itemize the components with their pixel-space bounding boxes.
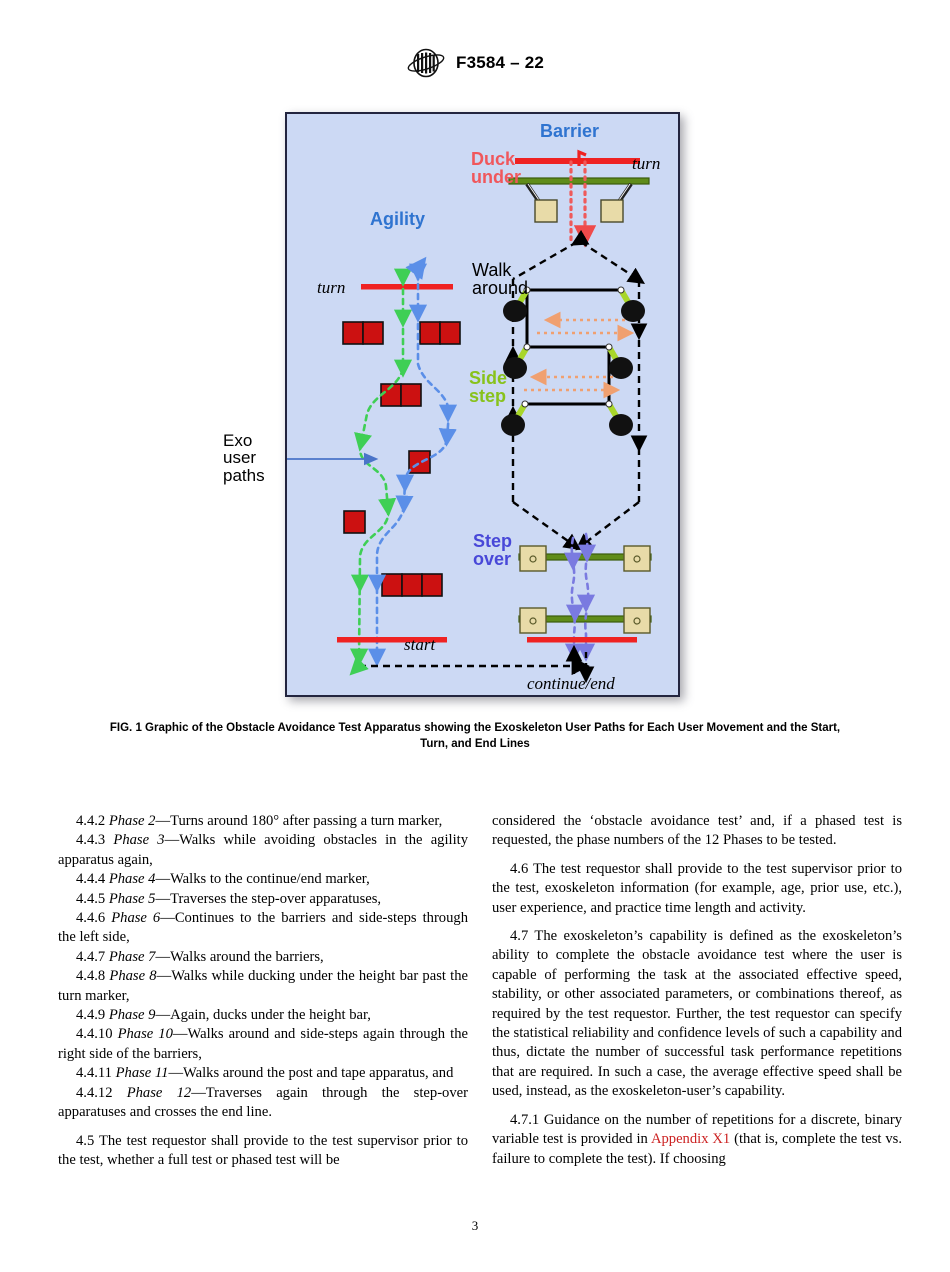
body-column-left: 4.4.2 Phase 2—Turns around 180° after pa… <box>58 812 468 1170</box>
obstacle-course-diagram <box>287 149 652 684</box>
clause-text: —Walks while ducking under the height ba… <box>58 968 468 1004</box>
clause-number: 4.4.4 <box>76 871 106 888</box>
paragraph-4-4-2: 4.4.2 Phase 2—Turns around 180° after pa… <box>58 812 468 831</box>
phase-label: Phase 7 <box>108 948 156 965</box>
clause-number: 4.4.9 <box>76 1007 106 1024</box>
path-orange-sidestep <box>524 311 635 399</box>
clause-number: 4.4.6 <box>76 910 106 927</box>
clause-text: —Walks around and side-steps again throu… <box>58 1026 468 1062</box>
figure-label-exo-user-paths: Exo user paths <box>223 431 265 485</box>
phase-label: Phase 10 <box>117 1026 173 1043</box>
clause-number: 4.4.10 <box>76 1026 113 1043</box>
body-column-right: considered the ‘obstacle avoidance test’… <box>492 812 902 1169</box>
end-line <box>527 637 637 643</box>
phase-label: Phase 5 <box>108 890 156 907</box>
figure-label-start: start <box>404 635 436 654</box>
figure-caption: FIG. 1 Graphic of the Obstacle Avoidance… <box>109 722 841 751</box>
phase-label: Phase 4 <box>108 871 156 888</box>
phase-label: Phase 9 <box>108 1007 156 1024</box>
paragraph-4-4-10: 4.4.10 Phase 10—Walks around and side-st… <box>58 1025 468 1064</box>
path-end-arrows <box>565 644 595 684</box>
turn-line-left <box>361 284 453 290</box>
paragraph-4-5-continued: considered the ‘obstacle avoidance test’… <box>492 813 902 849</box>
clause-text: —Traverses again through the step-over a… <box>58 1084 468 1121</box>
figure-label-duck-under: Duck under <box>471 149 522 188</box>
phase-label: Phase 8 <box>109 968 157 985</box>
phase-label: Phase 3 <box>113 832 165 849</box>
figure-label-turn-left: turn <box>317 278 346 297</box>
paragraph-4-7: 4.7 The exoskeleton’s capability is defi… <box>492 928 902 1100</box>
clause-text: —Walks around the barriers, <box>155 948 324 965</box>
clause-number: 4.4.3 <box>76 832 106 849</box>
path-purple-stepover <box>563 532 597 662</box>
paragraph-4-4-12: 4.4.12 Phase 12—Traverses again through … <box>58 1084 468 1123</box>
clause-number: 4.4.7 <box>76 948 106 965</box>
clause-number: 4.4.5 <box>76 890 106 907</box>
paragraph-4-4-3: 4.4.3 Phase 3—Walks while avoiding obsta… <box>58 831 468 870</box>
phase-label: Phase 2 <box>108 813 156 829</box>
path-blue-agility <box>367 263 458 667</box>
clause-text: 4.7.1 Guidance on the number of repetiti… <box>492 1111 902 1148</box>
figure-label-walk-around: Walk around <box>472 260 529 299</box>
astm-logo-icon <box>406 48 446 78</box>
paragraph-4-4-8: 4.4.8 Phase 8—Walks while ducking under … <box>58 967 468 1006</box>
standard-number: F3584 – 22 <box>455 53 544 72</box>
clause-text: —Traverses the step-over apparatuses, <box>155 890 382 907</box>
figure-label-step-over: Step over <box>473 531 513 570</box>
duck-under-apparatus <box>508 177 650 223</box>
figure-label-agility: Agility <box>370 209 426 229</box>
clause-text: —Walks to the continue/end marker, <box>155 871 370 888</box>
paragraph-4-4-9: 4.4.9 Phase 9—Again, ducks under the hei… <box>58 1006 468 1025</box>
path-green-agility <box>350 268 413 667</box>
figure-1: Barrier Agility Duck under Walk around S… <box>223 112 684 701</box>
page-header: F3584 – 22 <box>0 48 950 78</box>
paragraph-4-4-11: 4.4.11 Phase 11—Walks around the post an… <box>58 1064 468 1083</box>
appendix-x1-link[interactable]: Appendix X1 <box>650 1131 731 1148</box>
turn-arrow-top <box>577 149 587 166</box>
paragraph-4-4-7: 4.4.7 Phase 7—Walks around the barriers, <box>58 948 468 967</box>
paragraph-4-6: 4.6 The test requestor shall provide to … <box>492 860 902 916</box>
paragraph-4-7-1: 4.7.1 Guidance on the number of repetiti… <box>492 1111 902 1169</box>
clause-number: 4.4.11 <box>76 1065 112 1082</box>
phase-label: Phase 11 <box>115 1065 169 1082</box>
clause-number: 4.4.2 <box>76 813 106 829</box>
clause-text: —Turns around 180° after passing a turn … <box>155 813 443 829</box>
clause-text: —Walks while avoiding obstacles in the a… <box>58 832 468 868</box>
figure-label-continue-end: continue/end <box>527 674 615 693</box>
agility-obstacles <box>342 321 461 597</box>
paragraph-4-5: 4.5 The test requestor shall provide to … <box>58 1132 468 1168</box>
clause-text: (that is, complete the test vs. failure … <box>492 1131 902 1167</box>
clause-number: 4.4.8 <box>76 968 106 985</box>
paragraph-4-4-6: 4.4.6 Phase 6—Continues to the barriers … <box>58 909 468 948</box>
turn-arrow-agility <box>405 256 427 280</box>
path-red-duck <box>569 160 597 248</box>
clause-text: —Continues to the barriers and side-step… <box>58 910 468 946</box>
start-line <box>337 637 447 643</box>
figure-panel: Barrier Agility Duck under Walk around S… <box>285 112 680 697</box>
paragraph-4-4-5: 4.4.5 Phase 5—Traverses the step-over ap… <box>58 890 468 909</box>
phase-label: Phase 6 <box>111 910 161 927</box>
page-number: 3 <box>471 1218 479 1233</box>
phase-label: Phase 12 <box>126 1084 192 1101</box>
clause-text: —Walks around the post and tape apparatu… <box>168 1065 454 1082</box>
figure-label-turn-right: turn <box>632 154 661 173</box>
clause-number: 4.4.12 <box>76 1084 113 1101</box>
clause-text: —Again, ducks under the height bar, <box>155 1007 371 1024</box>
figure-label-side-step: Side step <box>469 368 508 407</box>
paragraph-4-4-4: 4.4.4 Phase 4—Walks to the continue/end … <box>58 870 468 889</box>
figure-label-barrier: Barrier <box>540 121 600 141</box>
post-tape-apparatus <box>501 286 645 436</box>
